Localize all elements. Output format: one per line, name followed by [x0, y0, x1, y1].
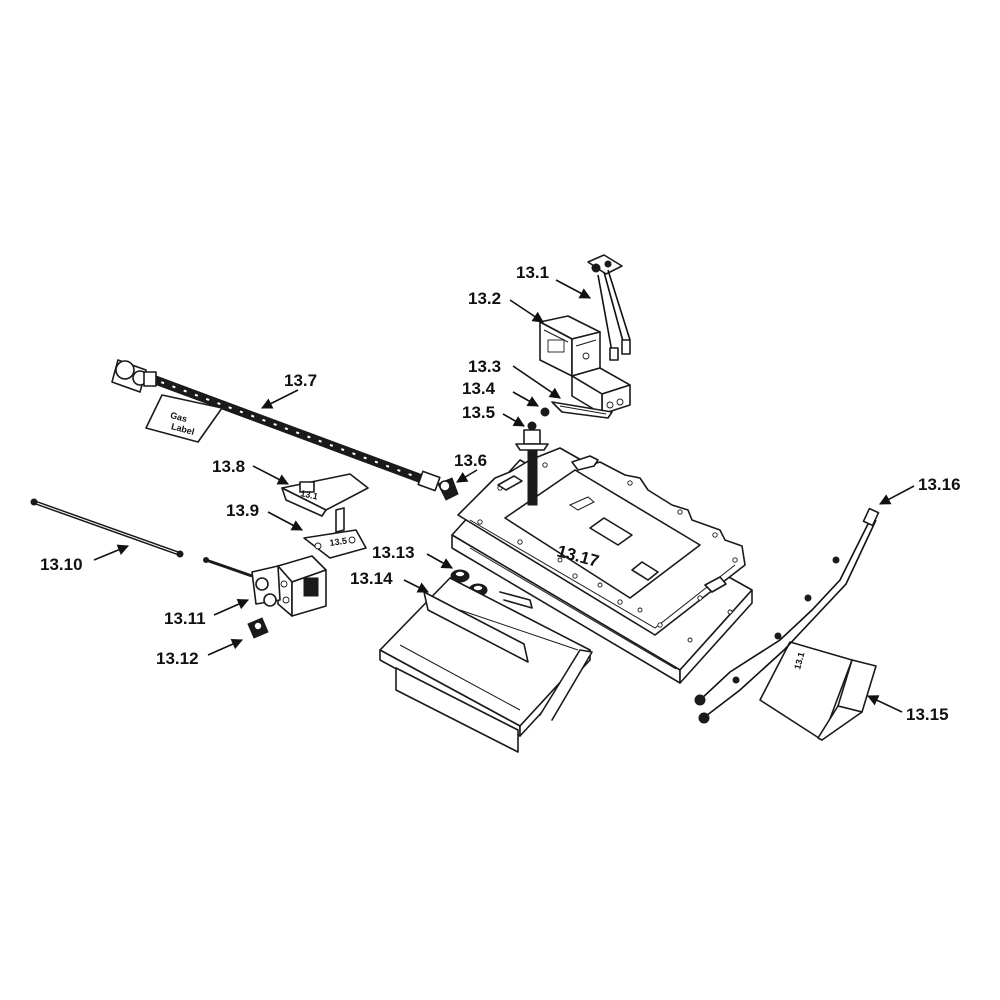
leader-13-2	[509, 299, 544, 323]
label-13-12: 13.12	[156, 649, 199, 668]
label-13-2: 13.2	[468, 289, 501, 308]
leader-13-13	[426, 553, 453, 569]
label-13-9: 13.9	[226, 501, 259, 520]
label-13-8: 13.8	[212, 457, 245, 476]
label-13-4: 13.4	[462, 379, 496, 398]
leader-13-1	[555, 279, 591, 299]
leader-13-5	[502, 413, 525, 427]
label-13-11: 13.11	[164, 609, 206, 628]
nut-part	[540, 407, 550, 417]
support-frame-part	[379, 577, 593, 753]
leader-13-8	[252, 465, 289, 485]
bracket-8-mark: 13.1	[300, 488, 319, 501]
bracket-part-8: 13.1	[281, 473, 369, 517]
label-13-7: 13.7	[284, 371, 317, 390]
label-13-1: 13.1	[516, 263, 549, 282]
label-13-16: 13.16	[918, 475, 961, 494]
gas-label-tag: Gas Label	[145, 394, 223, 443]
gas-flex-line-part: Gas Label	[111, 359, 441, 492]
base-plate-assembly	[451, 447, 753, 684]
callout-labels: 13.1 13.2 13.3 13.4 13.5 13.6 13.7 13.8 …	[40, 263, 961, 724]
label-13-15: 13.15	[906, 705, 949, 724]
base-holes	[477, 462, 738, 643]
label-13-3: 13.3	[468, 357, 501, 376]
label-13-13: 13.13	[372, 543, 415, 562]
gas-valve-part	[203, 555, 327, 617]
label-13-6: 13.6	[454, 451, 487, 470]
leader-13-4	[512, 391, 539, 407]
shield-plate-part: 13.1	[759, 641, 877, 741]
label-13-5: 13.5	[462, 403, 495, 422]
pilot-tube-rod-part	[30, 498, 184, 558]
plate-15-mark: 13.1	[792, 651, 806, 671]
leader-13-3	[512, 365, 561, 399]
elbow-fitting-part	[437, 477, 459, 501]
pilot-shield-part	[551, 401, 613, 419]
leader-13-7	[260, 389, 299, 409]
leader-13-9	[267, 511, 303, 531]
clip-part	[571, 455, 599, 471]
label-13-14: 13.14	[350, 569, 393, 588]
leader-13-16	[879, 485, 915, 505]
orifice-fitting-part	[247, 617, 269, 639]
pilot-assembly-part	[587, 254, 631, 361]
pilot-tube-part	[515, 421, 549, 506]
bracket-part-9: 13.5	[303, 507, 367, 559]
label-13-10: 13.10	[40, 555, 83, 574]
wire-harness-part	[694, 507, 880, 724]
flex-line-left-fitting	[111, 359, 157, 393]
leader-lines	[93, 279, 915, 713]
leader-13-12	[207, 638, 244, 656]
bracket-9-mark: 13.5	[329, 536, 348, 548]
leader-13-6	[456, 469, 478, 483]
flex-line-right-fitting	[417, 470, 441, 492]
pilot-bracket-box	[539, 315, 631, 415]
leader-13-15	[866, 695, 903, 713]
leader-13-11	[213, 598, 250, 616]
gas-label-text-line1: Gas	[169, 410, 188, 424]
leader-13-10	[93, 544, 130, 561]
leader-13-14	[403, 579, 430, 593]
